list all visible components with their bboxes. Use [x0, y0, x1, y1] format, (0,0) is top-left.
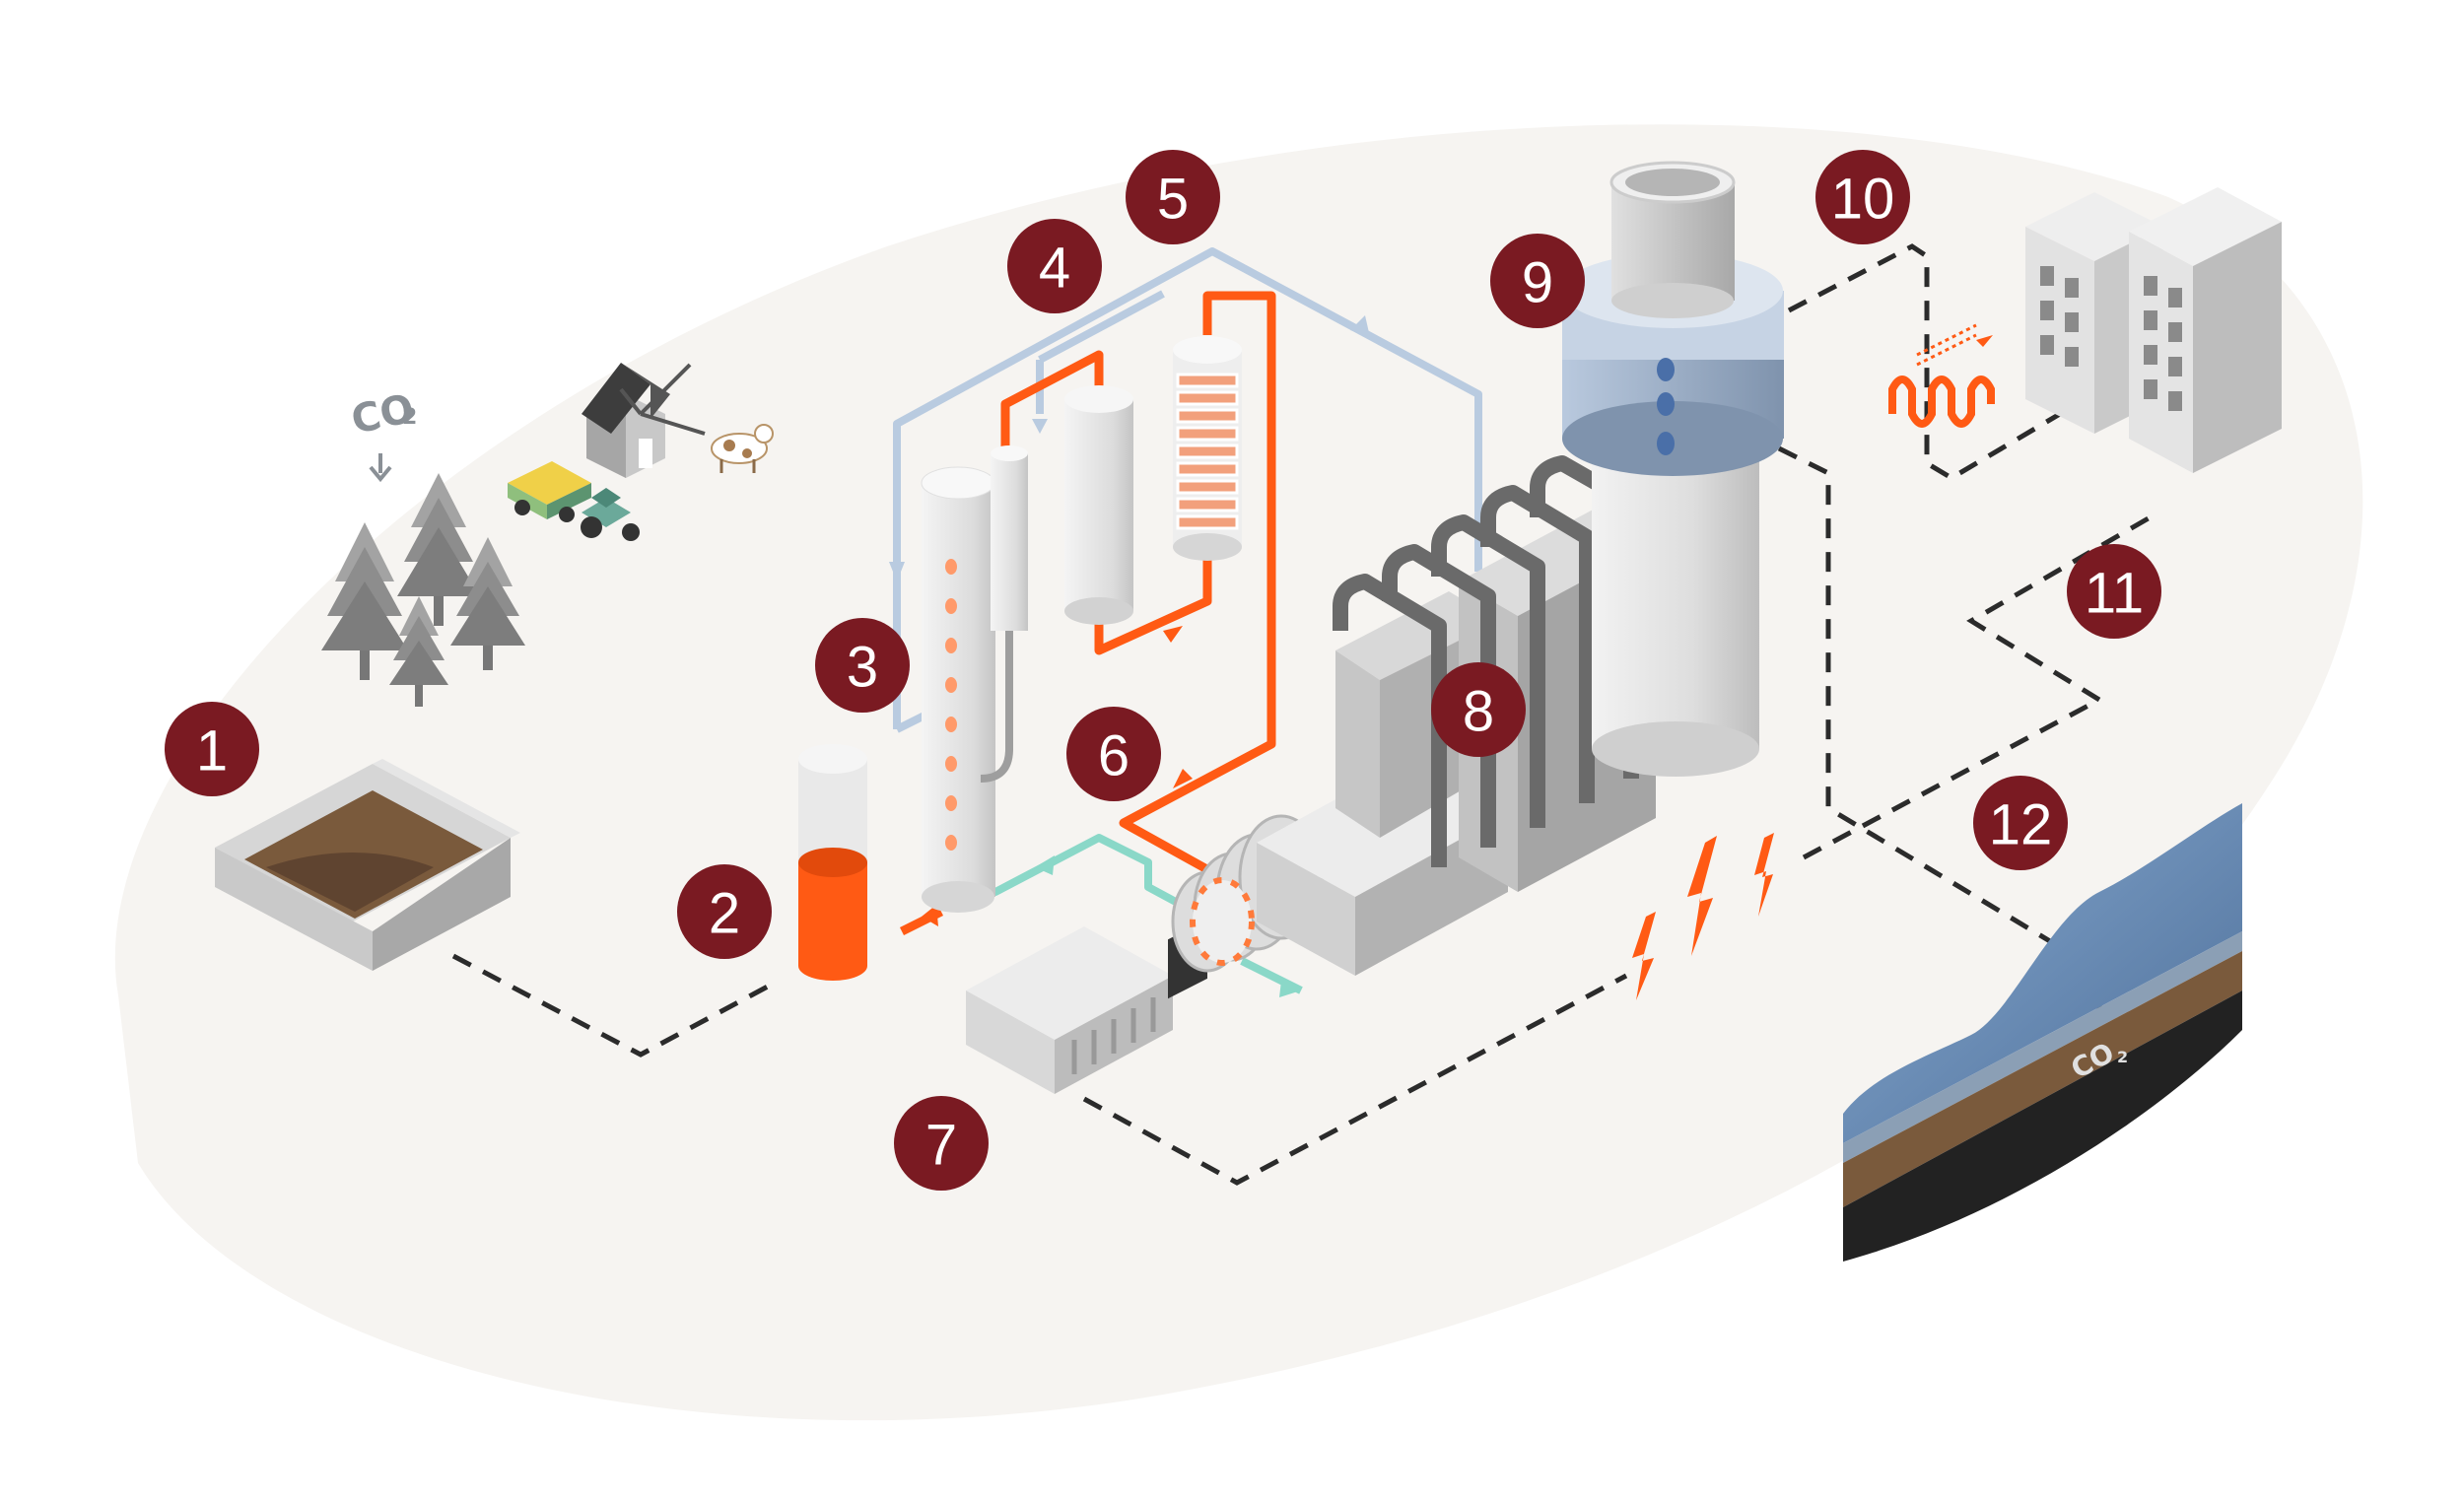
apartment-buildings-icon	[2025, 187, 2282, 473]
marker-number: 12	[1989, 793, 2053, 857]
svg-text:2: 2	[2117, 1048, 2128, 1066]
step-marker-2: 2	[677, 864, 772, 959]
building-windows	[2040, 266, 2182, 411]
svg-text:2: 2	[402, 405, 417, 430]
marker-circle	[1815, 150, 1910, 244]
fuel-tank	[798, 744, 867, 981]
marker-circle	[1431, 662, 1526, 757]
gas-turbine	[1171, 814, 1325, 973]
cow-icon	[711, 424, 774, 473]
co2-atmosphere-label: CO 2	[348, 386, 418, 483]
step-marker-5: 5	[1126, 150, 1220, 244]
marker-number: 3	[847, 636, 878, 700]
marker-number: 5	[1157, 168, 1189, 232]
heat-coil-icon	[1888, 323, 1995, 428]
step-marker-12: 12	[1973, 776, 2068, 870]
marker-number: 10	[1831, 168, 1895, 232]
step-marker-1: 1	[165, 702, 259, 796]
ground-oval	[114, 124, 2363, 1421]
generator-vents	[1071, 997, 1156, 1074]
marker-circle	[894, 1096, 989, 1191]
step-marker-8: 8	[1431, 662, 1526, 757]
scrubber-ports	[1657, 358, 1675, 455]
geological-storage: CO 2	[1843, 803, 2242, 1262]
stack-scrubber	[1562, 161, 1784, 777]
exchanger-coils	[1176, 373, 1239, 530]
teal-pipe-arrows	[1035, 855, 1301, 997]
marker-circle	[1066, 707, 1161, 801]
step-marker-10: 10	[1815, 150, 1910, 244]
marker-number: 6	[1098, 724, 1129, 788]
tube-bundle	[1333, 455, 1639, 867]
marker-circle	[1007, 219, 1102, 313]
biomass-pit	[215, 759, 520, 971]
down-arrow-icon	[369, 453, 392, 483]
cool-pipe-arrows	[889, 315, 1370, 581]
step-marker-7: 7	[894, 1096, 989, 1191]
marker-number: 9	[1522, 251, 1553, 315]
separator-vessel	[1064, 385, 1133, 625]
marker-number: 4	[1039, 237, 1070, 301]
marker-number: 7	[925, 1114, 957, 1178]
marker-number: 11	[2085, 562, 2144, 626]
windmill-farm-icon	[582, 363, 706, 478]
marker-circle	[165, 702, 259, 796]
lightning-bolt-icon	[1632, 833, 1774, 1000]
step-marker-4: 4	[1007, 219, 1102, 313]
tractor-trailer-icon	[508, 461, 640, 541]
marker-number: 2	[709, 882, 740, 946]
step-marker-11: 11	[2067, 544, 2161, 639]
hot-pipe-arrows	[922, 626, 1193, 926]
cyclone-column	[980, 445, 1028, 783]
pine-tree-icon	[321, 473, 525, 707]
marker-number: 8	[1463, 680, 1494, 744]
marker-circle	[1490, 234, 1585, 328]
step-marker-6: 6	[1066, 707, 1161, 801]
dashed-connections	[451, 243, 2160, 1186]
marker-circle	[2067, 544, 2161, 639]
heat-exchanger	[1173, 336, 1242, 561]
step-marker-3: 3	[815, 618, 910, 713]
marker-circle	[815, 618, 910, 713]
marker-circle	[1973, 776, 2068, 870]
marker-circle	[1126, 150, 1220, 244]
gasifier-column	[921, 466, 995, 913]
marker-circle	[677, 864, 772, 959]
gasifier-dots	[945, 559, 957, 851]
step-marker-9: 9	[1490, 234, 1585, 328]
marker-number: 1	[196, 719, 228, 784]
